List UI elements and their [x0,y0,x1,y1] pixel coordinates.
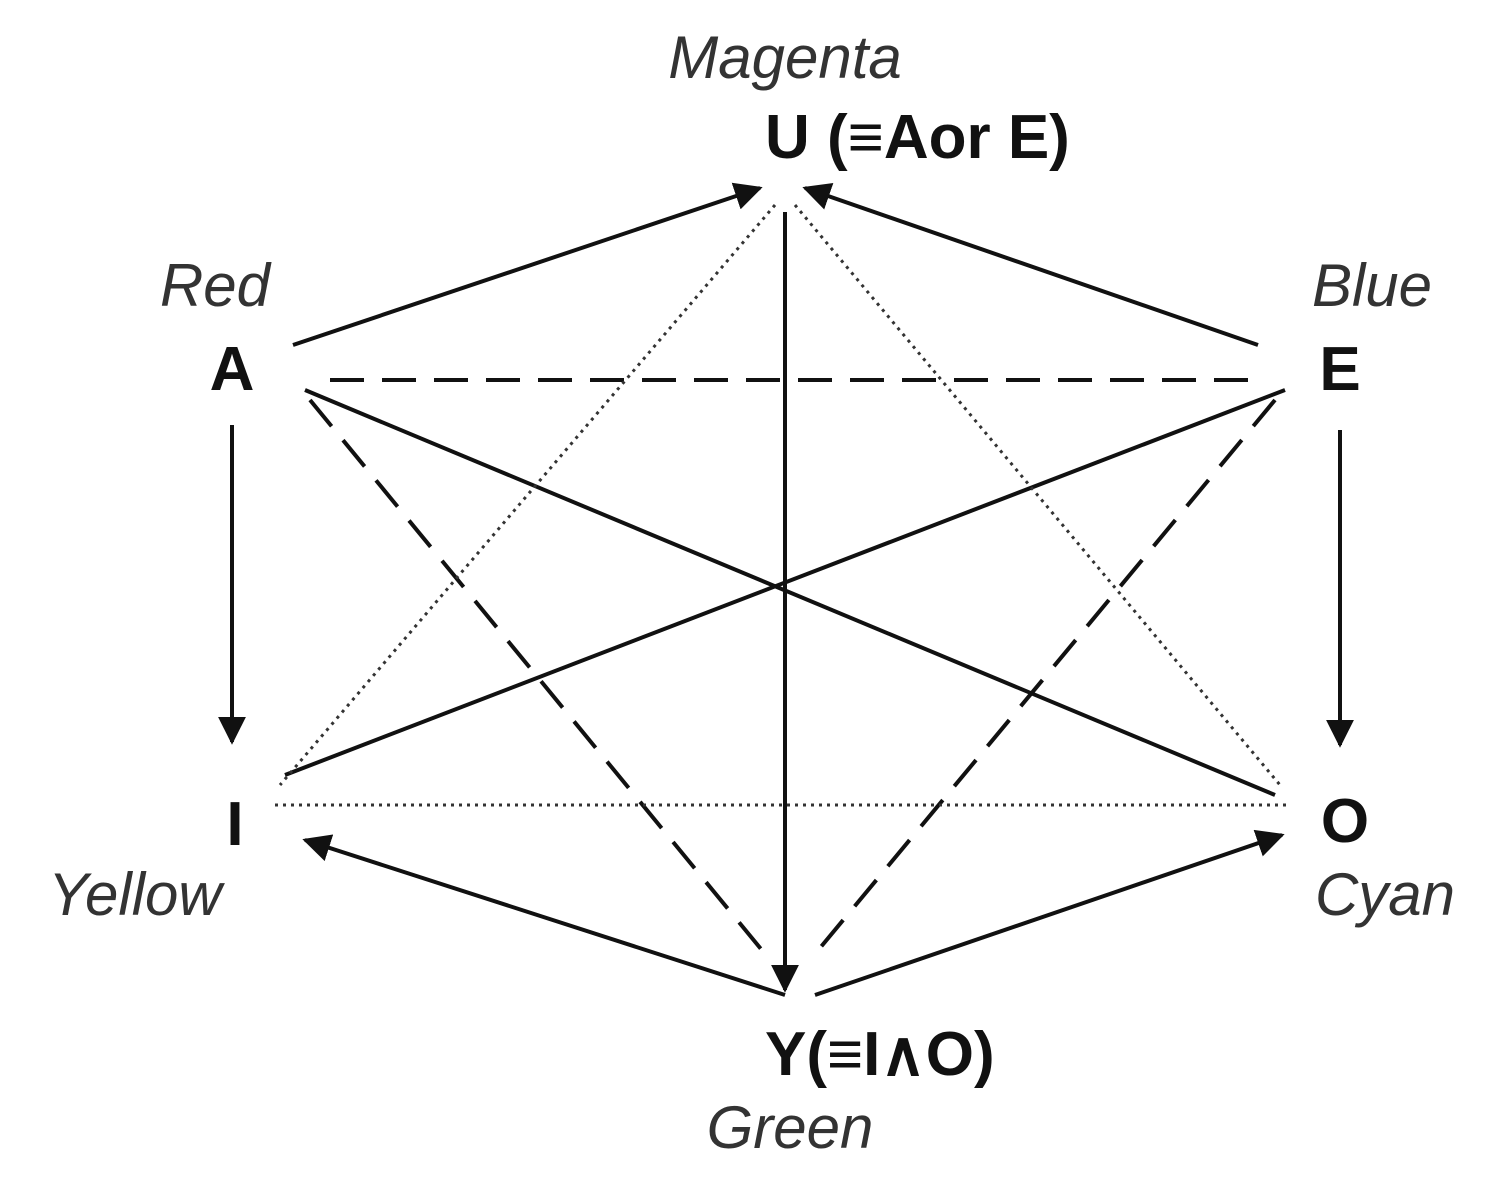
color-label-blue: Blue [1312,252,1432,319]
node-label-i: I [226,790,243,859]
color-label-magenta: Magenta [668,24,902,91]
line-a-o [304,388,1276,797]
line-e-i [284,388,1286,777]
arrow-e-to-u [802,183,1259,347]
arrow-y-to-i [302,834,786,997]
node-label-e: E [1319,335,1360,404]
color-label-green: Green [707,1094,874,1161]
dashed-a-y [308,398,772,962]
arrow-y-to-o [814,829,1285,997]
dashed-e-y [808,398,1277,962]
node-label-u: U (≡Aor E) [765,103,1070,172]
color-label-yellow: Yellow [48,861,225,928]
dotted-u-o [793,204,1282,786]
node-label-a: A [210,335,255,404]
node-label-o: O [1321,787,1369,856]
node-label-y: Y(≡I∧O) [765,1020,995,1089]
color-label-cyan: Cyan [1315,861,1455,928]
color-label-red: Red [160,252,272,319]
dotted-u-i [278,204,777,786]
arrow-a-to-u [292,182,763,347]
